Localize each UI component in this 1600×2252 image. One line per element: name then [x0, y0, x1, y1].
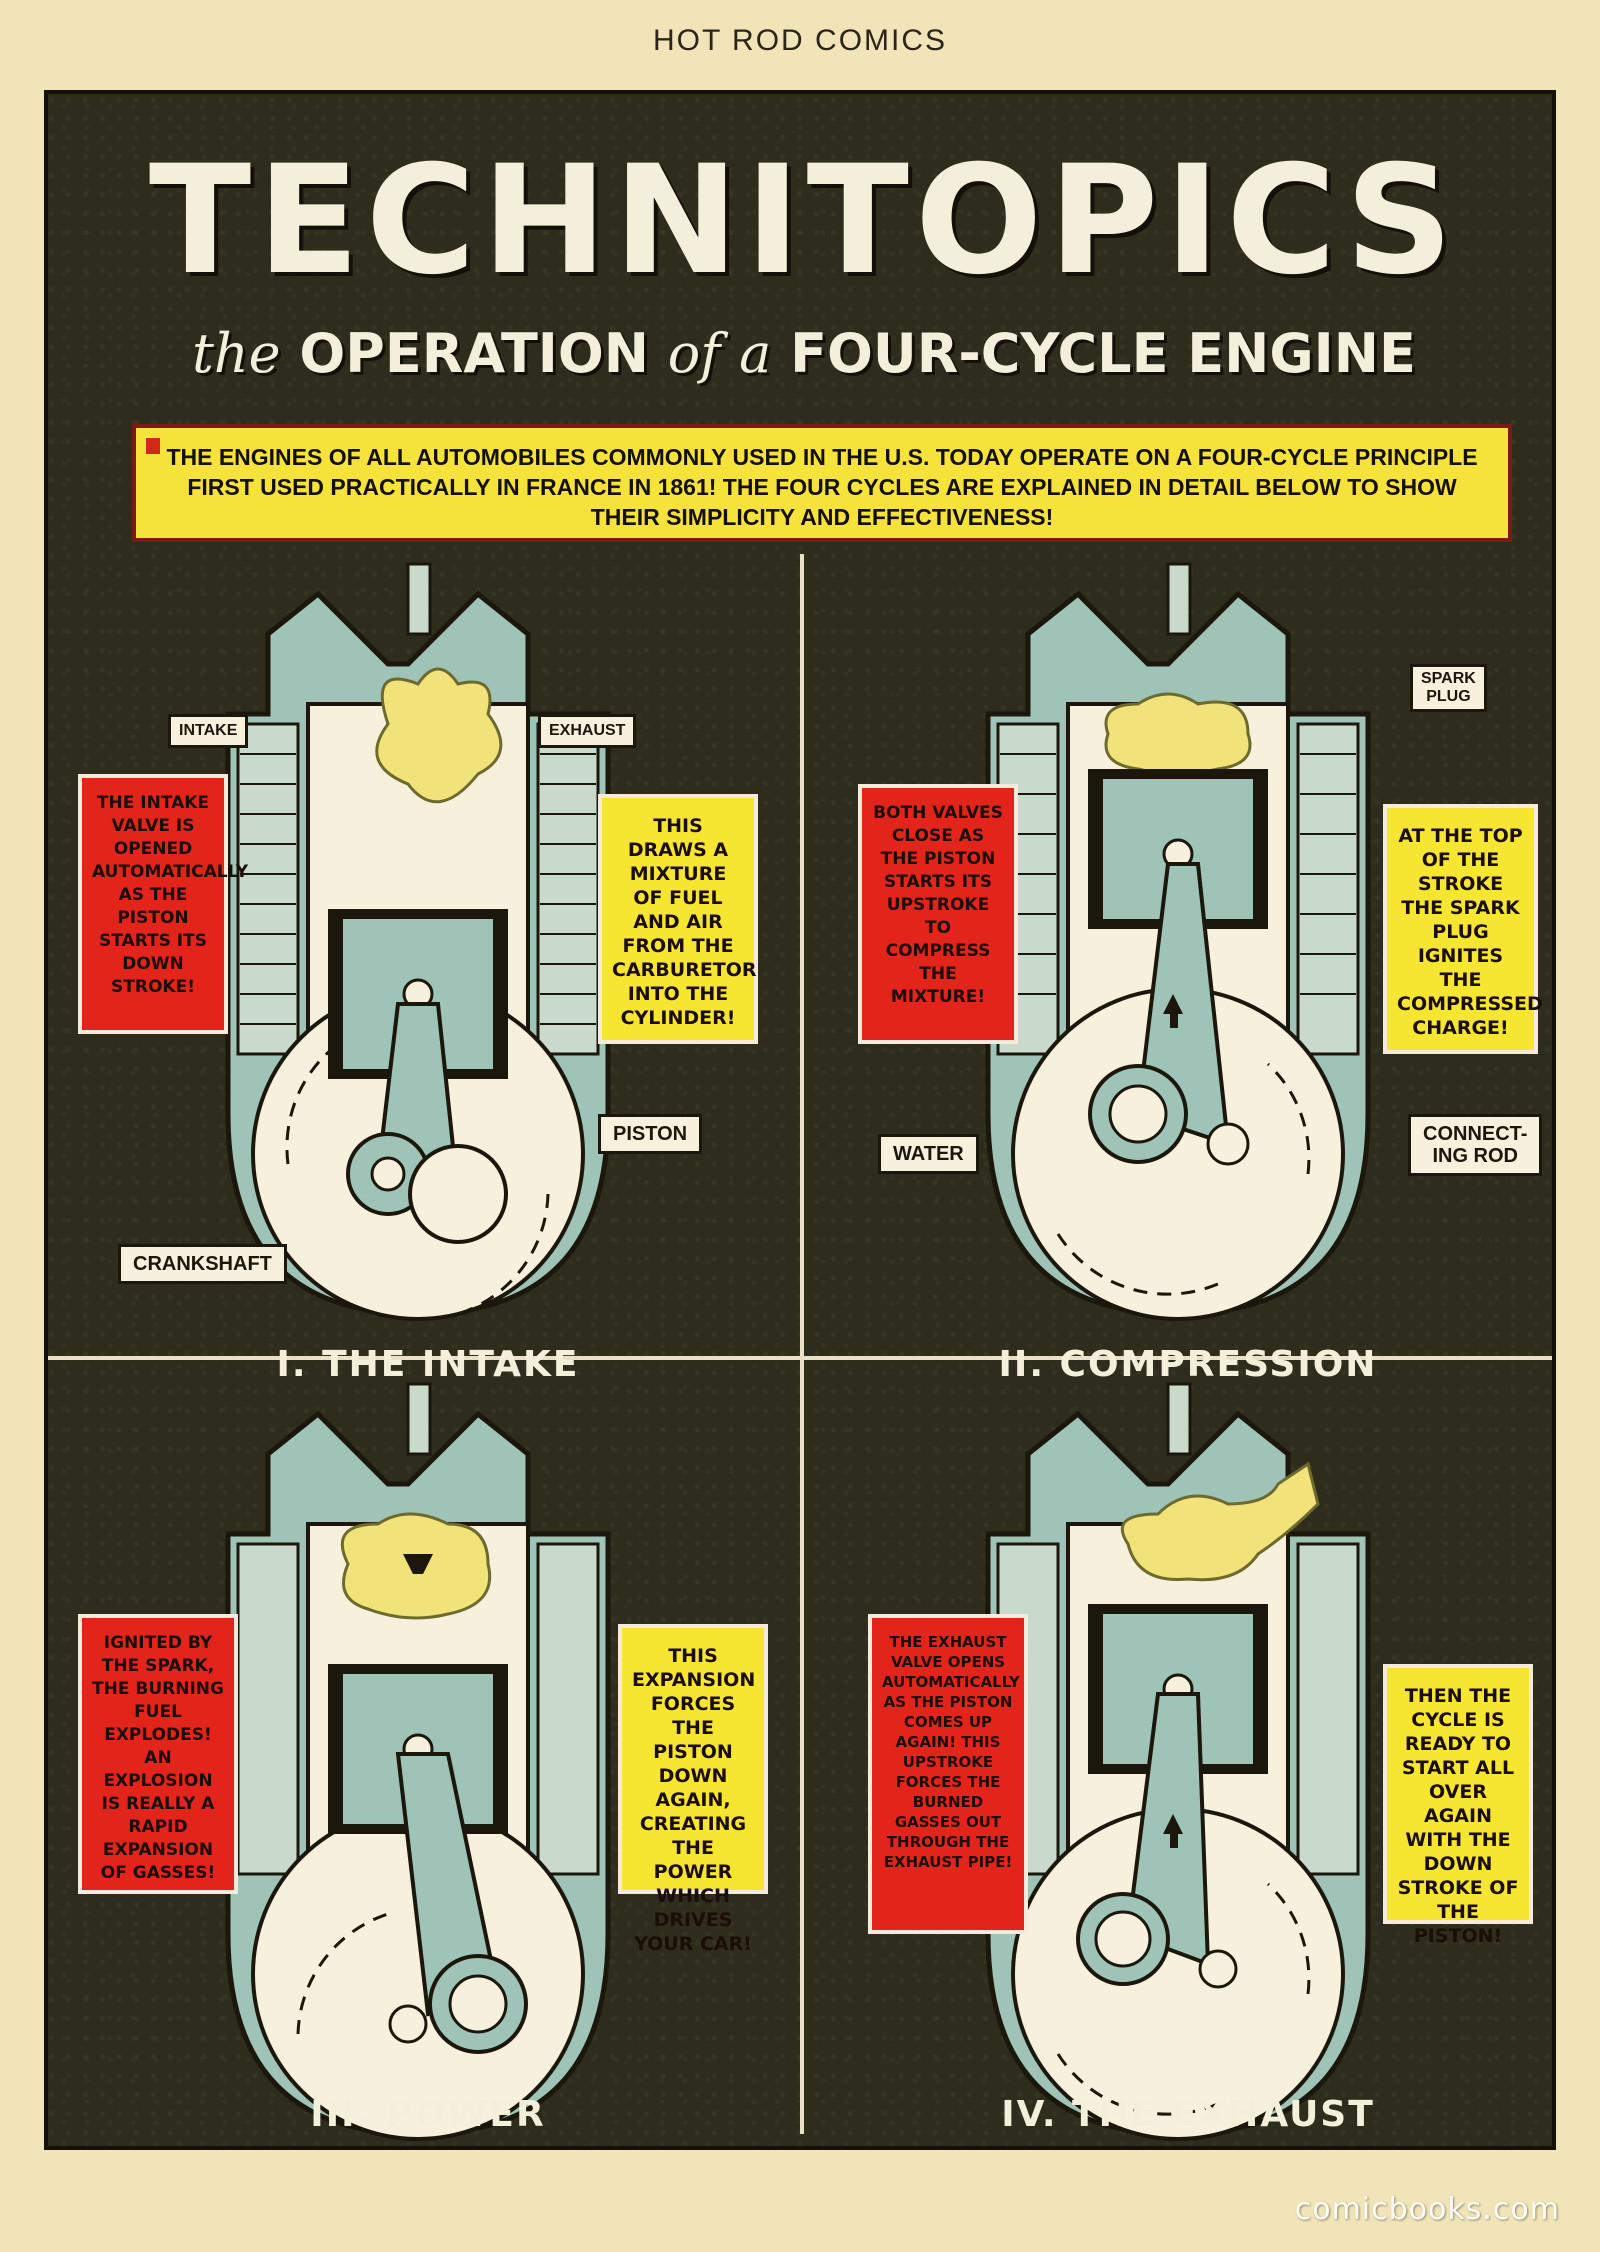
label-connecting-rod: CONNECT- ING ROD — [1408, 1114, 1543, 1176]
subtitle-of: of — [667, 322, 721, 385]
panel-exhaust: The exhaust valve opens automatically as… — [838, 1374, 1538, 2154]
caption-power-yellow: This expansion forces the piston down ag… — [618, 1624, 768, 1955]
engine-diagram-intake — [225, 562, 611, 1321]
caption-compression-red: Both valves close as the piston starts i… — [858, 784, 1018, 1044]
subtitle-engine: FOUR-CYCLE ENGINE — [790, 322, 1416, 385]
technitopics-board: TECHNITOPICS the OPERATION of a FOUR-CYC… — [44, 90, 1556, 2150]
panel-intake: INTAKE EXHAUST PISTON CRANKSHAFT The int… — [78, 554, 778, 1334]
caption-intake-yellow: This draws a mixture of fuel and air fro… — [598, 794, 758, 1044]
intro-marker — [146, 438, 160, 454]
panel-title-compression: II. COMPRESSION — [998, 1344, 1378, 1385]
panel-title-power: III. POWER — [310, 2094, 546, 2135]
engine-diagram-compression — [985, 562, 1371, 1321]
label-connecting-rod-line2: ING ROD — [1432, 1145, 1518, 1167]
intro-caption: The engines of all automobiles commonly … — [132, 424, 1512, 542]
label-crankshaft: CRANKSHAFT — [118, 1244, 287, 1284]
engine-diagram-exhaust — [985, 1382, 1371, 2141]
panel-divider-vertical — [800, 554, 804, 2134]
page-subtitle: the OPERATION of a FOUR-CYCLE ENGINE — [48, 322, 1560, 385]
label-exhaust: EXHAUST — [538, 714, 637, 748]
label-intake: INTAKE — [168, 714, 249, 748]
subtitle-a: a — [739, 322, 772, 385]
caption-exhaust-yellow: Then the cycle is ready to start all ove… — [1383, 1664, 1533, 1947]
watermark: comicbooks.com — [1294, 2192, 1560, 2227]
subtitle-the: the — [192, 322, 281, 385]
panel-title-intake: I. THE INTAKE — [276, 1344, 580, 1385]
panel-compression: SPARK PLUG WATER CONNECT- ING ROD Both v… — [838, 554, 1543, 1334]
intro-text: The engines of all automobiles commonly … — [166, 444, 1478, 530]
label-connecting-rod-line1: CONNECT- — [1423, 1123, 1528, 1145]
panel-power: Ignited by the spark, the burning fuel e… — [78, 1374, 778, 2154]
caption-intake-red: The intake valve is opened automatically… — [78, 774, 248, 1034]
panel-divider-horizontal — [48, 1356, 1552, 1360]
engine-diagram-power — [225, 1382, 611, 2141]
running-head: HOT ROD COMICS — [652, 24, 948, 57]
page-title: TECHNITOPICS — [148, 134, 1460, 308]
label-spark-plug: SPARK PLUG — [1410, 664, 1487, 712]
label-spark-plug-line1: SPARK — [1421, 670, 1476, 687]
label-spark-plug-line2: PLUG — [1426, 688, 1471, 705]
caption-compression-yellow: At the top of the stroke the spark plug … — [1383, 804, 1543, 1054]
label-water: WATER — [878, 1134, 979, 1174]
panel-title-exhaust: IV. THE EXHAUST — [1001, 2094, 1375, 2135]
caption-exhaust-red: The exhaust valve opens automatically as… — [868, 1614, 1028, 1934]
subtitle-operation: OPERATION — [299, 322, 649, 385]
label-piston: PISTON — [598, 1114, 703, 1154]
caption-power-red: Ignited by the spark, the burning fuel e… — [78, 1614, 238, 1894]
